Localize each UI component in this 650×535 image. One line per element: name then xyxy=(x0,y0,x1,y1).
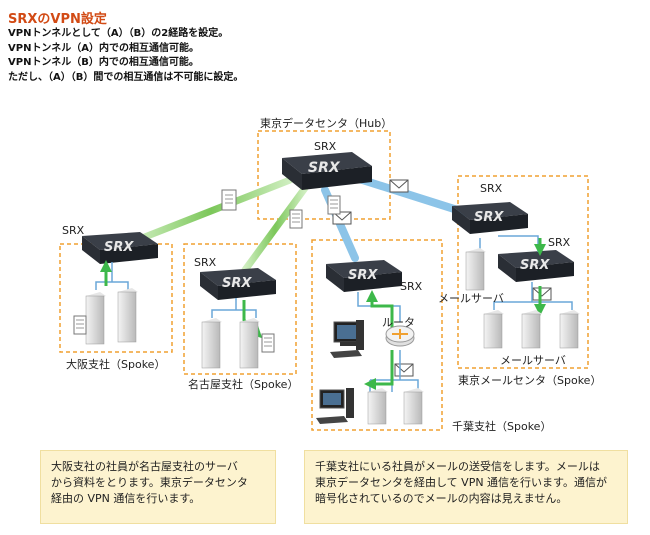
srx-router-osaka: SRX xyxy=(82,232,158,264)
note-chiba: 千葉支社にいる社員がメールの送受信をします。メールは 東京データセンタを経由して… xyxy=(304,450,628,524)
mail-server-label: メールサーバ xyxy=(500,354,566,367)
server-icon xyxy=(403,388,424,425)
srx-router-hub: SRX xyxy=(282,152,372,190)
envelope-icon xyxy=(532,287,552,301)
envelope-icon xyxy=(394,363,414,377)
srx-router-nagoya: SRX xyxy=(200,268,276,300)
svg-text:SRX: SRX xyxy=(104,240,134,255)
mail-server-icon xyxy=(521,310,542,349)
link-line xyxy=(498,235,539,252)
envelope-icon xyxy=(389,179,409,193)
srx-router-mail-2: SRX xyxy=(498,250,574,282)
mail-server-icon xyxy=(465,248,486,291)
server-icon xyxy=(367,388,388,425)
hub-site-box xyxy=(257,130,391,220)
note-line: 東京データセンタを経由して VPN 通信を行います。通信が xyxy=(315,476,607,489)
mail-server-label: メールサーバ xyxy=(438,292,504,305)
srx-label-nagoya: SRX xyxy=(194,256,217,269)
router-label: ルータ xyxy=(382,316,415,329)
document-icon xyxy=(289,209,303,229)
server-icon xyxy=(201,318,222,369)
srx-label-osaka: SRX xyxy=(62,224,85,237)
tunnel-a-nagoya xyxy=(241,184,309,274)
link-line xyxy=(493,282,573,310)
osaka-site-label: 大阪支社（Spoke） xyxy=(66,358,166,371)
note-line: 大阪支社の社員が名古屋支社のサーバ xyxy=(51,460,238,473)
tunnel-b-mail xyxy=(346,172,474,218)
srx-router-chiba: SRX xyxy=(326,260,402,292)
intro-line: VPNトンネル（B）内での相互通信可能。 xyxy=(8,57,199,68)
intro-text: VPNトンネルとして（A）（B）の2経路を設定。 VPNトンネル（A）内での相互… xyxy=(8,27,243,85)
svg-text:SRX: SRX xyxy=(520,258,550,273)
mail-site-box xyxy=(457,175,589,369)
mail-server-icon xyxy=(559,310,580,349)
link-line xyxy=(95,281,129,290)
srx-label-hub: SRX xyxy=(314,140,337,153)
page-title: SRXのVPN設定 xyxy=(8,12,107,27)
pc-icon xyxy=(330,320,364,358)
note-line: 経由の VPN 通信を行います。 xyxy=(51,492,201,505)
intro-line: ただし、（A）（B）間での相互通信は不可能に設定。 xyxy=(8,71,244,83)
document-icon xyxy=(261,333,275,353)
svg-text:SRX: SRX xyxy=(308,160,341,176)
note-osaka: 大阪支社の社員が名古屋支社のサーバ から資料をとります。東京データセンタ 経由の… xyxy=(40,450,276,524)
note-line: 千葉支社にいる社員がメールの送受信をします。メールは xyxy=(315,460,600,473)
link-line xyxy=(369,350,419,392)
svg-text:SRX: SRX xyxy=(222,276,252,291)
envelope-icon xyxy=(332,211,352,225)
srx-label-mail-1: SRX xyxy=(480,182,503,195)
link-line xyxy=(211,309,257,318)
router-icon xyxy=(385,325,415,347)
traffic-arrow xyxy=(366,290,394,340)
intro-line: VPNトンネルとして（A）（B）の2経路を設定。 xyxy=(8,28,229,39)
document-icon xyxy=(221,189,237,211)
svg-text:SRX: SRX xyxy=(474,210,504,225)
chiba-site-box xyxy=(311,239,443,431)
srx-router-mail-1: SRX xyxy=(452,202,528,234)
traffic-arrow xyxy=(364,350,394,390)
note-line: から資料をとります。東京データセンタ xyxy=(51,476,248,489)
server-icon xyxy=(239,318,260,369)
mail-server-icon xyxy=(483,310,504,349)
tunnel-a-osaka xyxy=(128,176,294,246)
note-line: 暗号化されているのでメールの内容は見えません。 xyxy=(315,492,568,505)
nagoya-site-label: 名古屋支社（Spoke） xyxy=(188,378,299,391)
srx-label-mail-2: SRX xyxy=(548,236,571,249)
pc-icon xyxy=(316,388,354,424)
intro-line: VPNトンネル（A）内での相互通信可能。 xyxy=(8,42,199,54)
srx-label-chiba: SRX xyxy=(400,280,423,293)
svg-text:SRX: SRX xyxy=(348,268,378,283)
hub-site-label: 東京データセンタ（Hub） xyxy=(260,117,393,130)
server-icon xyxy=(117,288,138,343)
document-icon xyxy=(73,315,87,335)
chiba-site-label: 千葉支社（Spoke） xyxy=(452,420,552,433)
document-icon xyxy=(327,195,341,215)
mail-site-label: 東京メールセンタ（Spoke） xyxy=(458,374,602,387)
server-icon xyxy=(85,292,106,345)
nagoya-site-box xyxy=(183,243,297,375)
